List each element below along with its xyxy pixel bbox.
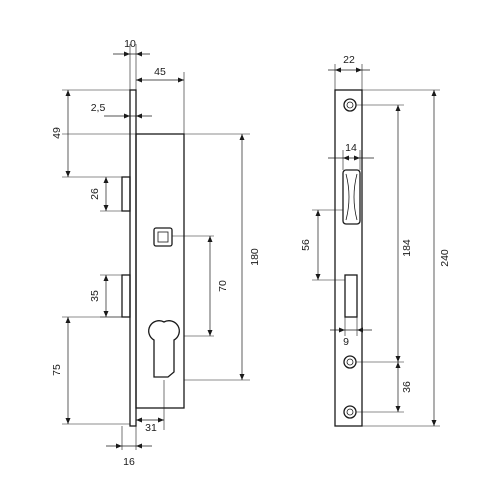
side-dim-spindle-to-cylinder: 70: [217, 280, 229, 292]
side-dim-top-to-latch: 49: [51, 127, 63, 139]
front-top-screw-hole: [343, 98, 357, 112]
front-dim-bottom-screw: 36: [401, 381, 413, 393]
front-dim-faceplate-width: 22: [343, 54, 355, 66]
side-spindle-square: [157, 231, 169, 243]
side-dim-faceplate-thickness: 2,5: [91, 102, 106, 114]
front-dim-faceplate-length: 240: [439, 249, 451, 267]
side-dim-faceplate-width: 10: [124, 38, 136, 50]
side-dim-deadbolt-height: 35: [89, 290, 101, 302]
front-dim-latch-width: 14: [345, 142, 357, 154]
side-dim-latch-height: 26: [89, 188, 101, 200]
front-dim-bolt-width: 9: [343, 336, 349, 348]
front-bolt-slot: [344, 274, 358, 318]
front-dim-screw-spacing: 184: [401, 239, 413, 257]
side-faceplate: [129, 89, 137, 427]
front-faceplate: [334, 89, 363, 427]
side-dim-body-height: 180: [249, 248, 261, 266]
side-lock-body: [135, 133, 185, 409]
side-dim-cylinder-to-bottom: 75: [51, 364, 63, 376]
side-latch: [121, 176, 131, 212]
front-dim-latch-to-bolt: 56: [300, 239, 312, 251]
side-dim-cylinder-offset: 31: [145, 422, 157, 434]
side-view: 10 45 2,5 49 26 35 75 180: [51, 38, 261, 468]
front-latch-slot: [342, 169, 361, 225]
front-view: 22 14 56 9 184 36 240: [300, 54, 451, 427]
front-middle-screw-hole: [343, 355, 357, 369]
front-bottom-screw-hole: [343, 405, 357, 419]
side-deadbolt: [121, 274, 131, 318]
side-spindle-hole: [153, 227, 173, 247]
side-dim-backset: 45: [154, 66, 166, 78]
side-cylinder-cutout: [148, 320, 180, 378]
side-dim-total-thickness: 16: [123, 456, 135, 468]
